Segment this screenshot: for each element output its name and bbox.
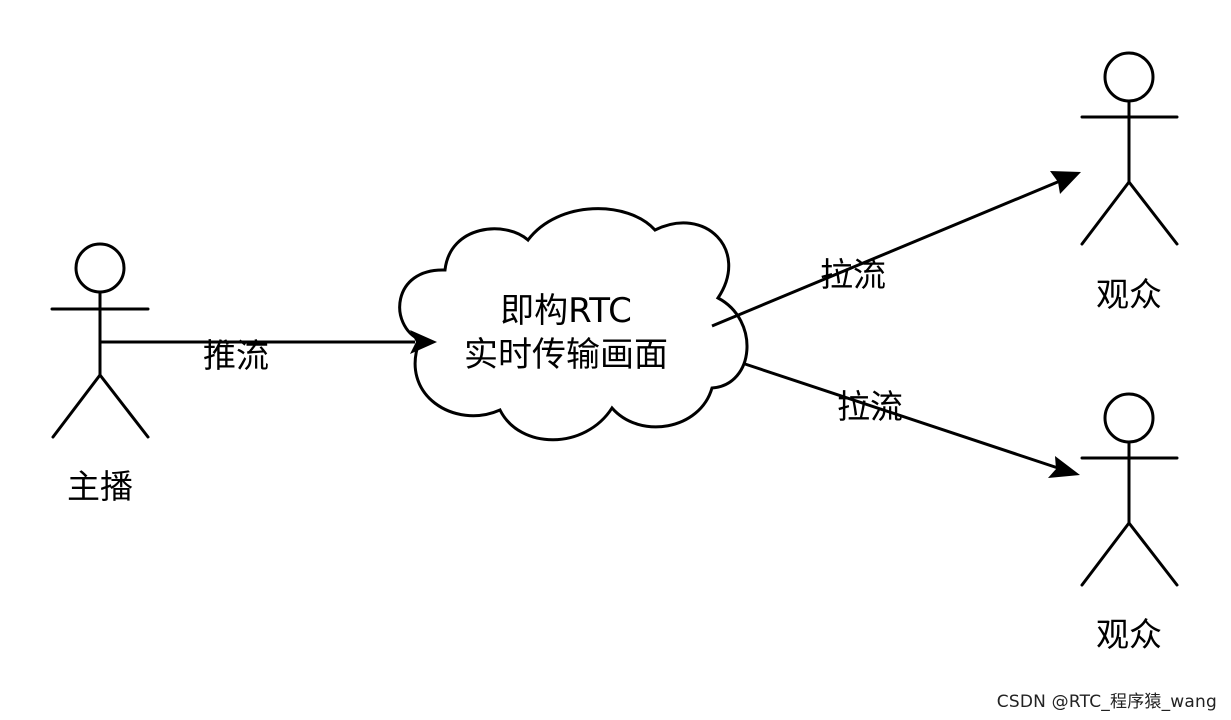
broadcaster-head bbox=[74, 242, 126, 294]
cloud-shape bbox=[398, 207, 749, 442]
pull-edge-bottom bbox=[744, 362, 1080, 478]
pull-edge-bottom-arrowhead bbox=[1048, 456, 1080, 478]
viewer-bottom-leg-left bbox=[1080, 521, 1131, 587]
broadcaster-actor bbox=[50, 242, 150, 439]
push-edge-label: 推流 bbox=[203, 336, 269, 375]
viewer-top-label: 观众 bbox=[1096, 275, 1162, 314]
viewer-bottom-label: 观众 bbox=[1096, 615, 1162, 654]
pull-edge-top-arrowhead bbox=[1050, 171, 1081, 194]
viewer-bottom-head bbox=[1103, 392, 1155, 444]
pull-edge-top-line bbox=[711, 179, 1061, 328]
viewer-top-actor bbox=[1080, 51, 1179, 246]
broadcaster-leg-left bbox=[51, 373, 102, 439]
pull-edge-bottom-label: 拉流 bbox=[837, 387, 903, 426]
cloud-label-line1: 即构RTC bbox=[500, 291, 632, 331]
viewer-bottom-leg-right bbox=[1127, 521, 1179, 587]
watermark-text: CSDN @RTC_程序猿_wang bbox=[996, 692, 1217, 712]
viewer-top-leg-left bbox=[1080, 180, 1131, 246]
pull-edge-bottom-line bbox=[744, 362, 1059, 470]
push-edge-arrowhead bbox=[410, 330, 437, 354]
cloud-label-line2: 实时传输画面 bbox=[464, 335, 668, 375]
viewer-top-head bbox=[1103, 51, 1155, 103]
pull-edge-top-label: 拉流 bbox=[820, 255, 886, 294]
pull-edge-top bbox=[711, 171, 1081, 328]
viewer-bottom-actor bbox=[1080, 392, 1179, 587]
broadcaster-label: 主播 bbox=[67, 467, 133, 506]
push-edge bbox=[100, 330, 437, 354]
viewer-top-leg-right bbox=[1127, 180, 1179, 246]
broadcaster-leg-right bbox=[98, 373, 150, 439]
